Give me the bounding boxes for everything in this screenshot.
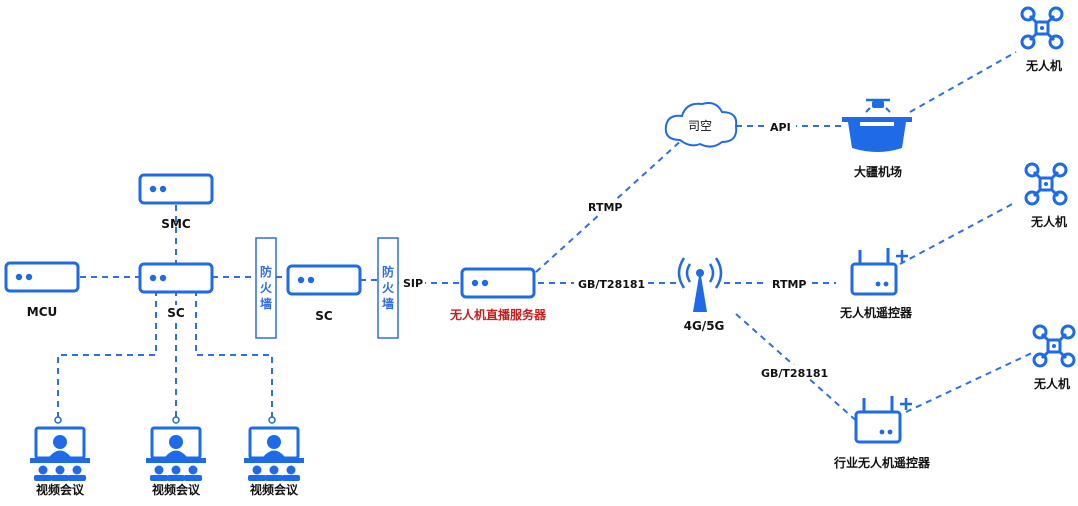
cloud-icon: [664, 102, 738, 148]
edge-label-rtmp-server-cloud: RTMP: [588, 201, 623, 214]
firewall-1-char: 墙: [260, 296, 272, 311]
mcu-server-icon: [4, 261, 80, 293]
edge-label-sip: SIP: [403, 277, 423, 290]
mcu-label: MCU: [27, 305, 58, 319]
firewall-2: 防 火 墙: [377, 237, 399, 339]
edge-label-api: API: [770, 121, 791, 134]
signal-tower: 4G/5G: [677, 257, 725, 333]
sikong-cloud: 司空: [664, 102, 738, 148]
industry-remote-controller-icon: [854, 394, 914, 444]
firewall-1-char: 火: [260, 281, 273, 295]
drone-top-label: 无人机: [1025, 58, 1062, 73]
vc-3-label: 视频会议: [250, 482, 299, 497]
firewall-2-char: 防: [382, 264, 394, 279]
firewall-1-char: 防: [260, 264, 272, 279]
firewall-icon: [377, 237, 399, 339]
tower-label: 4G/5G: [684, 319, 725, 333]
vc-1-label: 视频会议: [36, 482, 85, 497]
drone-bottom-icon: [1032, 324, 1076, 368]
video-conference-icon-1: [28, 426, 92, 483]
sikong-label: 司空: [688, 119, 712, 133]
drone-live-server-icon: [460, 267, 536, 299]
drone-mid-icon: [1024, 162, 1068, 206]
drone-bottom-label: 无人机: [1033, 376, 1070, 391]
connection-lines: [57, 51, 1035, 425]
drone-mid-label: 无人机: [1030, 214, 1067, 229]
firewall-2-char: 墙: [382, 296, 394, 311]
link-sc-vc1: [57, 290, 157, 418]
smc-label: SMC: [161, 217, 191, 231]
link-industry-drone: [905, 351, 1035, 413]
drone-live-server-label: 无人机直播服务器: [449, 307, 547, 322]
link-dock-drone: [909, 51, 1017, 113]
edge-labels: SIP GB/T28181 RTMP API RTMP GB/T28181: [399, 119, 828, 380]
signal-tower-icon: [677, 257, 723, 312]
drone-remote-label: 无人机遥控器: [839, 305, 913, 320]
dji-dock-label: 大疆机场: [854, 164, 902, 179]
dock-icon: [842, 98, 912, 152]
smc-server-icon: [138, 173, 214, 205]
firewall-icon: [255, 237, 277, 339]
dji-dock: 大疆机场: [842, 98, 912, 179]
link-remote-drone: [899, 201, 1017, 265]
firewall-2-char: 火: [382, 281, 395, 295]
drone-top-icon: [1020, 6, 1064, 50]
sc-left-server-icon: [138, 262, 214, 294]
video-conference-icon-2: [144, 426, 208, 483]
edge-label-rtmp-tower-remote: RTMP: [772, 278, 807, 291]
link-sc-vc3: [195, 290, 273, 418]
vc-2-label: 视频会议: [152, 482, 201, 497]
sc-left-label: SC: [167, 306, 185, 320]
edge-label-gb-server-tower: GB/T28181: [578, 278, 645, 291]
industry-remote-label: 行业无人机遥控器: [833, 455, 931, 470]
firewall-1: 防 火 墙: [255, 237, 277, 339]
sc-mid-server-icon: [286, 264, 362, 296]
sc-mid-label: SC: [315, 309, 333, 323]
remote-controller-icon: [850, 246, 910, 296]
edge-label-gb-tower-industry: GB/T28181: [761, 367, 828, 380]
video-conference-icon-3: [242, 426, 306, 483]
